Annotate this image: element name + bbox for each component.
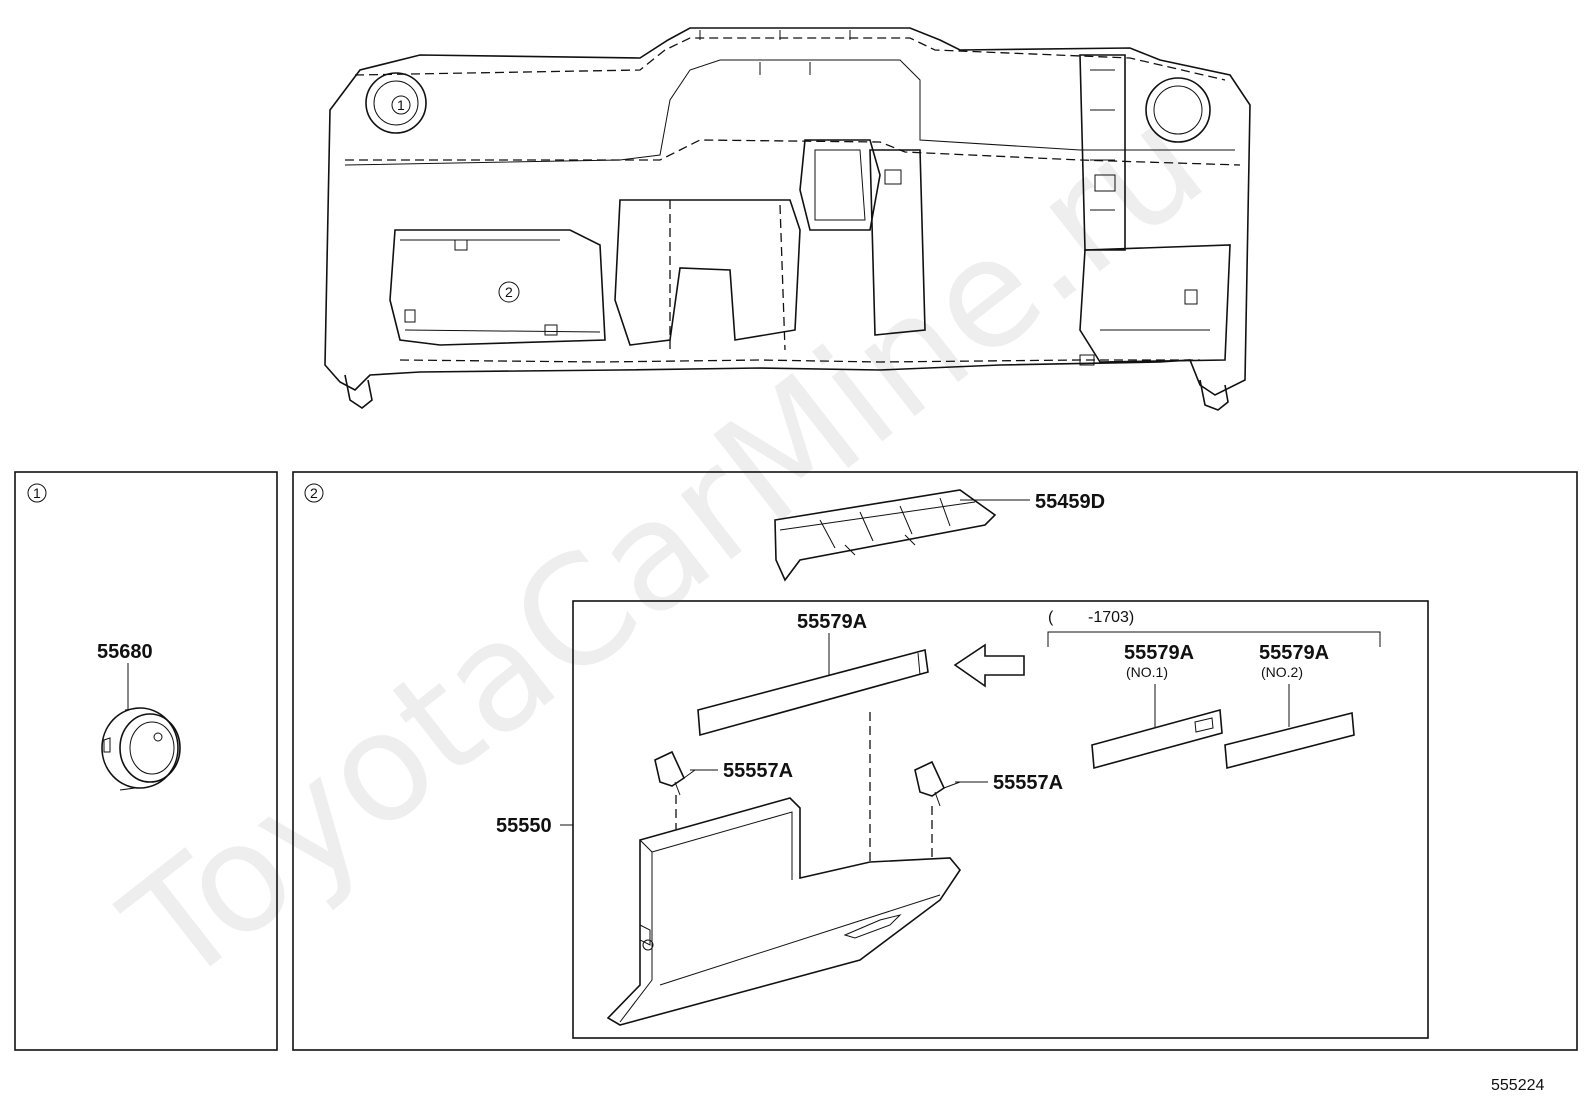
part-55550-glove-box: 55550 [496,797,961,1026]
callout-2-dash: 2 [505,284,513,300]
part-55579A-no2: 55579A (NO.2) [1224,642,1355,770]
vent-part [101,707,181,791]
inner-frame [572,600,1429,1039]
range-bracket: ( -1703) [1047,609,1381,647]
panel-2-callout: 2 [310,485,318,501]
part-55557A-left: 55557A [654,750,793,960]
part-55579A-no1: 55579A (NO.1) [1091,642,1223,770]
range-end: -1703) [1088,609,1134,626]
part-sub-no1: (NO.1) [1126,664,1168,680]
panel-1-callout: 1 [33,485,41,501]
part-55557A-right: 55557A [914,760,1063,870]
direction-arrow [953,643,1025,688]
part-55579A-main: 55579A [697,611,929,870]
dashboard-assembly: 1 2 [324,27,1251,411]
range-open: ( [1048,609,1054,626]
panel-2: 2 55459D 55579A ( -1703) 5 [292,471,1578,1051]
part-55459D: 55459D [774,489,1105,582]
diagram-code: 555224 [1491,1077,1544,1094]
callout-1-dash: 1 [397,97,405,113]
part-label-55680: 55680 [97,641,153,663]
part-label-55579A-main: 55579A [797,611,867,633]
part-sub-no2: (NO.2) [1261,664,1303,680]
part-label-55579A-no2: 55579A [1259,642,1329,664]
part-label-55459D: 55459D [1035,491,1105,513]
part-label-55550: 55550 [496,815,552,837]
part-label-55557A-right: 55557A [993,772,1063,794]
part-label-55579A-no1: 55579A [1124,642,1194,664]
part-label-55557A-left: 55557A [723,760,793,782]
panel-1: 1 55680 [14,471,278,1051]
